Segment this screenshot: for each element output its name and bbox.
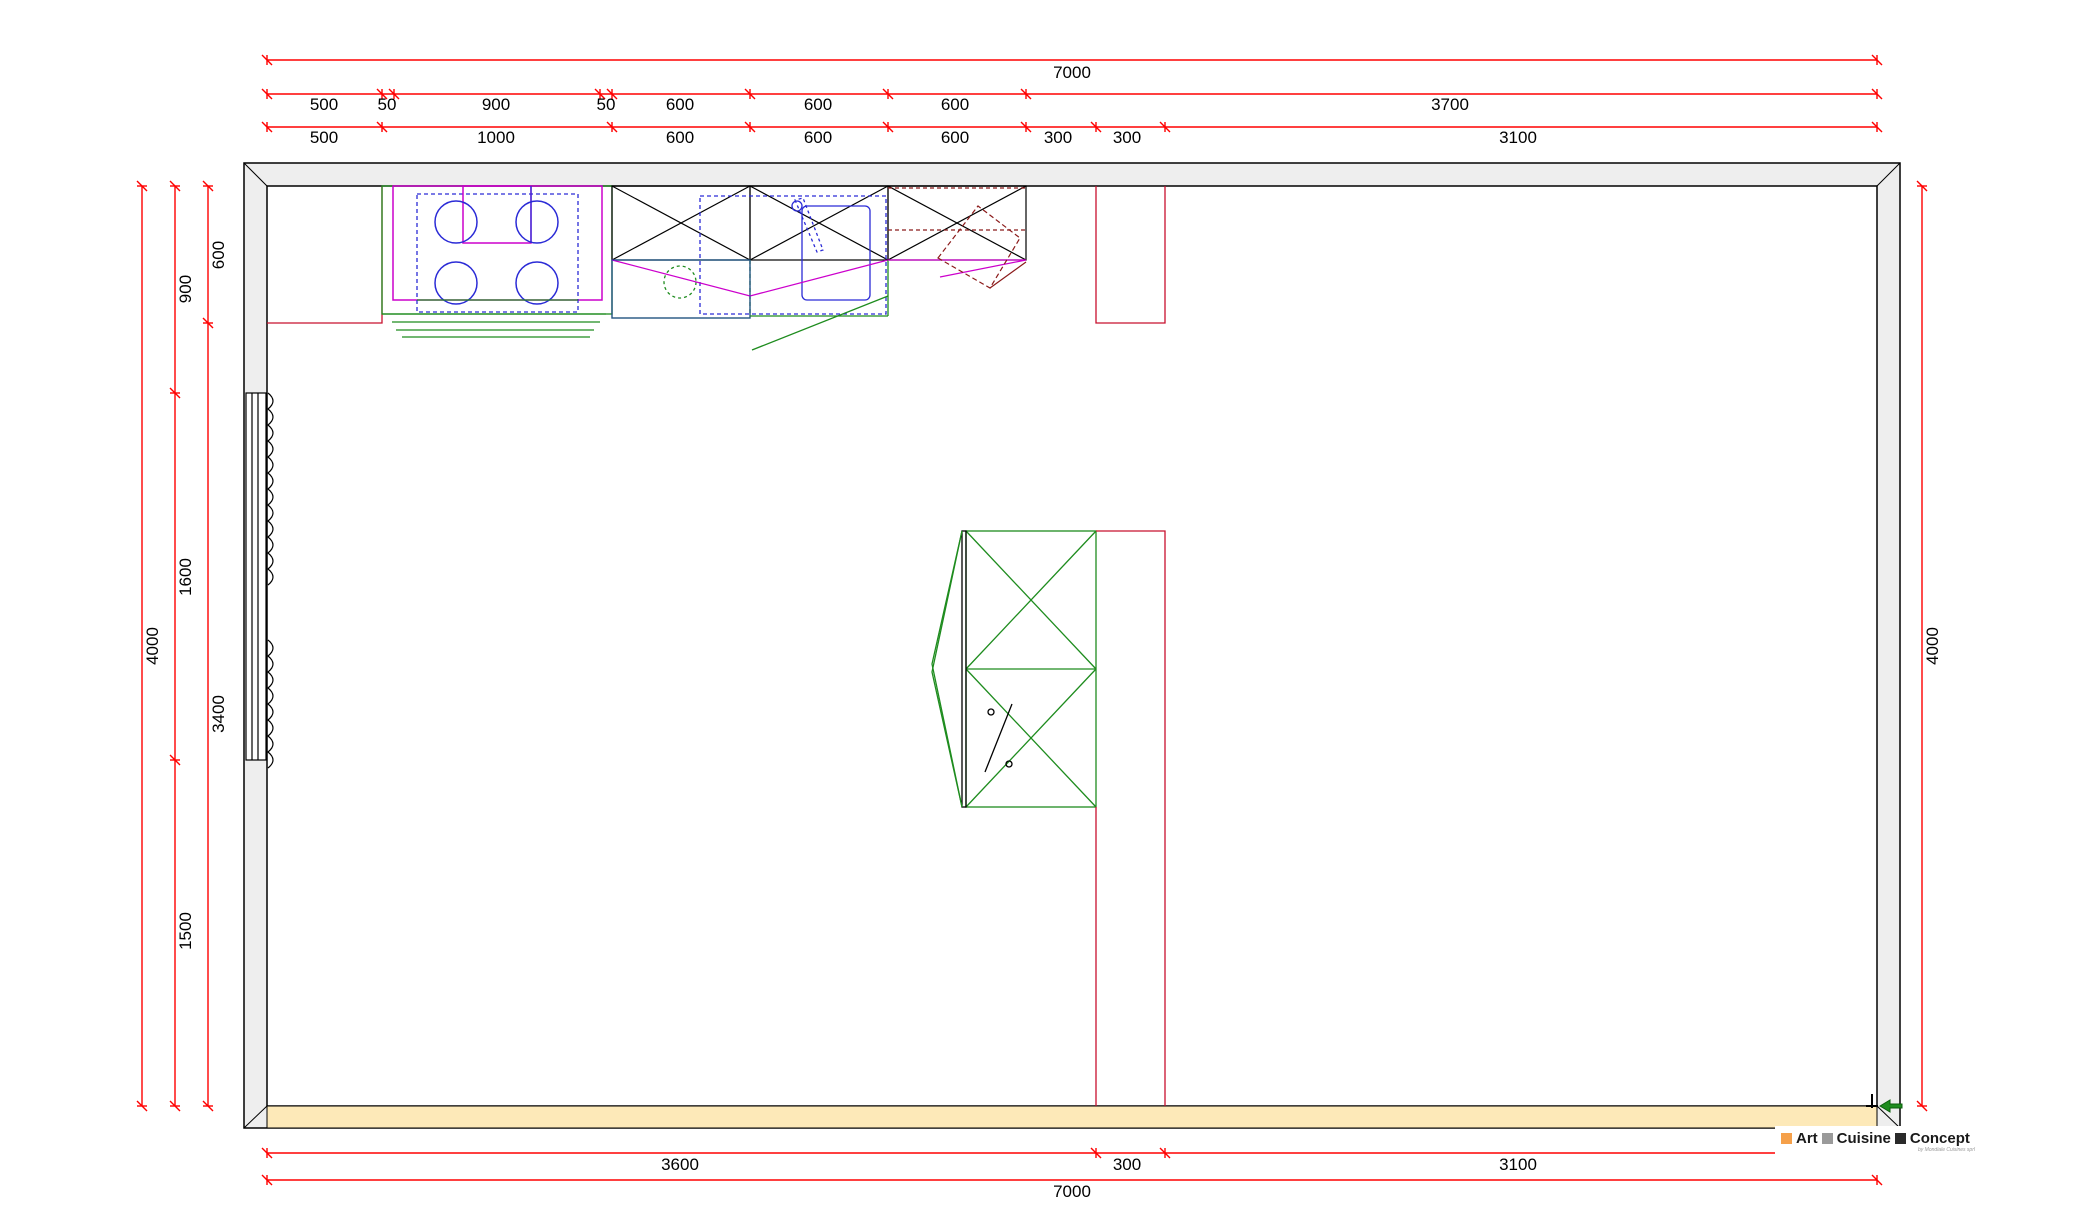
dim-left-mid: 900 — [176, 275, 195, 303]
burner-icon — [515, 261, 559, 305]
dim-top-row1: 600 — [941, 95, 969, 114]
window-left — [245, 392, 274, 769]
island — [931, 530, 1166, 1106]
dimension-line — [388, 88, 400, 100]
dim-top-row2: 500 — [310, 128, 338, 147]
entrance-arrow-icon — [1866, 1094, 1903, 1113]
dimension-line — [261, 1147, 273, 1159]
brand-logo: Art Cuisine Concept by Mondiale Cuisines… — [1775, 1126, 1987, 1160]
sink-unit — [611, 195, 889, 351]
brand-word: Concept — [1909, 1130, 1970, 1147]
dimension-line — [376, 88, 388, 100]
dim-left-mid: 1500 — [176, 912, 195, 950]
brand-square-icon — [1781, 1133, 1792, 1144]
dimension-line — [136, 1100, 148, 1112]
burner-icon — [434, 200, 478, 244]
dim-top-row2: 600 — [804, 128, 832, 147]
dim-top-row2: 3100 — [1499, 128, 1537, 147]
dimension-line — [1090, 121, 1102, 133]
dimension-line — [1871, 88, 1883, 100]
dimension-line — [261, 54, 273, 66]
dimension-line — [606, 88, 618, 100]
dim-top-row2: 600 — [941, 128, 969, 147]
dim-bottom-row1: 3600 — [661, 1155, 699, 1174]
brand-square-icon — [1894, 1133, 1906, 1144]
cooktop-unit — [381, 185, 613, 338]
dim-top-row1: 500 — [310, 95, 338, 114]
dim-left-outer: 4000 — [143, 627, 162, 665]
dimension-line — [1871, 121, 1883, 133]
dimension-line — [1916, 1100, 1928, 1112]
corner-unit — [888, 187, 1027, 289]
dimension-line — [744, 88, 756, 100]
dimension-line — [202, 180, 214, 192]
dim-bottom-row1: 3100 — [1499, 1155, 1537, 1174]
dimension-line — [202, 1100, 214, 1112]
dimension-line — [169, 387, 181, 399]
dimension-line — [261, 88, 273, 100]
dim-top-row2: 600 — [666, 128, 694, 147]
dimension-line — [882, 121, 894, 133]
dim-top-row1: 600 — [666, 95, 694, 114]
dimension-line — [882, 88, 894, 100]
dimension-line — [594, 88, 606, 100]
dimension-line — [169, 754, 181, 766]
dimension-line — [744, 121, 756, 133]
dimension-line — [1916, 180, 1928, 192]
dim-top-row1: 600 — [804, 95, 832, 114]
dim-bottom-row1: 300 — [1113, 1155, 1141, 1174]
dimension-labels: 7000 500 50 900 50 600 600 600 3700 500 … — [143, 63, 1942, 1201]
burner-icon — [434, 261, 478, 305]
dim-left-inner: 600 — [209, 241, 228, 269]
dim-top-row2: 300 — [1113, 128, 1141, 147]
column-top — [1095, 186, 1166, 324]
dimension-line — [136, 180, 148, 192]
dim-left-inner: 3400 — [209, 695, 228, 733]
dimension-line — [169, 180, 181, 192]
dimension-line — [169, 1100, 181, 1112]
brand-tagline: by Mondiale Cuisines sprl — [1918, 1147, 1975, 1153]
dimension-line — [1159, 121, 1171, 133]
dim-top-row2: 300 — [1044, 128, 1072, 147]
dim-top-total: 7000 — [1053, 63, 1091, 82]
walls — [243, 162, 1901, 1129]
dim-right: 4000 — [1923, 627, 1942, 665]
dimension-line — [261, 1174, 273, 1186]
dimension-line — [1871, 54, 1883, 66]
dim-top-row1: 50 — [597, 95, 616, 114]
dimension-line — [1871, 1174, 1883, 1186]
dim-left-mid: 1600 — [176, 558, 195, 596]
dimension-line — [1090, 1147, 1102, 1159]
dimension-line — [606, 121, 618, 133]
dim-top-row1: 50 — [378, 95, 397, 114]
dim-bottom-total: 7000 — [1053, 1182, 1091, 1201]
dimension-line — [376, 121, 388, 133]
brand-word: Art — [1796, 1130, 1818, 1147]
dimension-line — [1159, 1147, 1171, 1159]
burner-icon — [515, 200, 559, 244]
dim-top-row2: 1000 — [477, 128, 515, 147]
dimension-line — [1020, 88, 1032, 100]
brand-word: Cuisine — [1836, 1130, 1891, 1147]
dim-top-row1: 3700 — [1431, 95, 1469, 114]
dimension-line — [1020, 121, 1032, 133]
dim-top-row1: 900 — [482, 95, 510, 114]
dimension-line — [261, 121, 273, 133]
dimension-line — [202, 317, 214, 329]
floor-strip — [266, 1105, 1878, 1129]
dimension-lines — [136, 54, 1928, 1186]
brand-square-icon — [1821, 1133, 1833, 1144]
